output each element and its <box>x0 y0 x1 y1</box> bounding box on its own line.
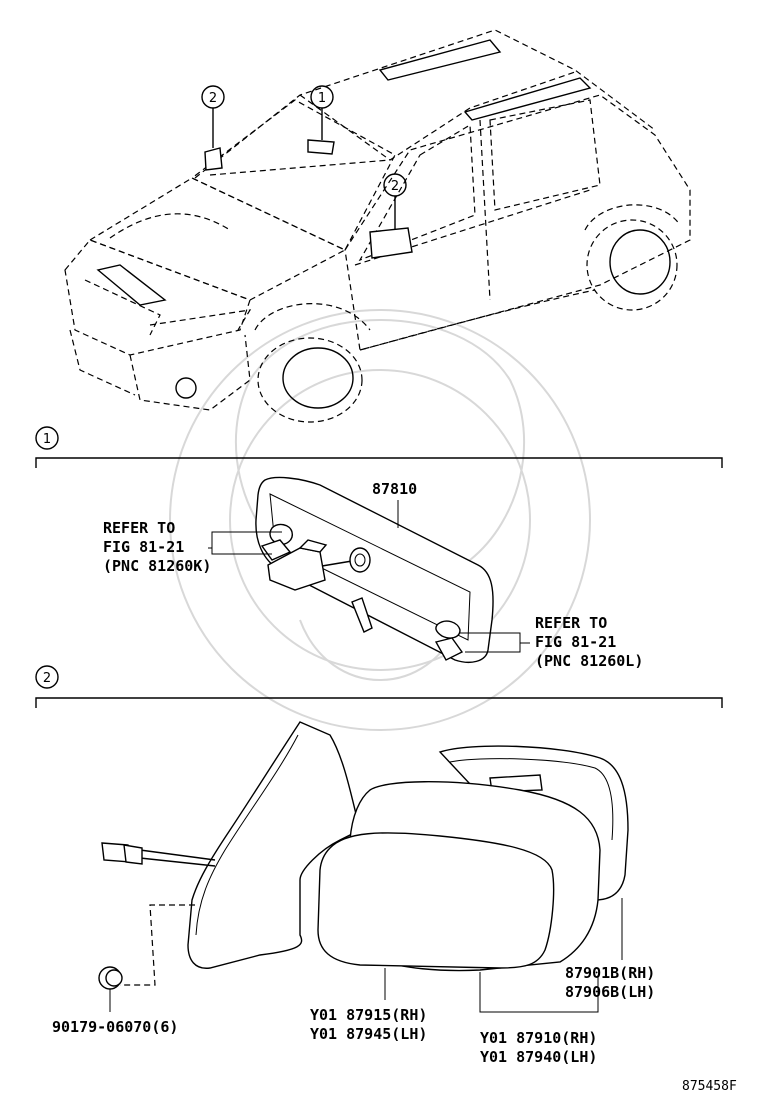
mirror-glass-rh: Y01 87915(RH) <box>310 1006 427 1024</box>
section-1: 1 87810 REFER TO FIG 81-21 (PNC 81260K) … <box>35 426 723 670</box>
callout-1: 1 <box>318 91 326 106</box>
vehicle-illustration <box>64 29 691 423</box>
callout-2a: 2 <box>209 91 217 106</box>
cover-lh: 87906B(LH) <box>565 983 655 1001</box>
refer-left-line3: (PNC 81260K) <box>103 557 211 575</box>
vehicle-callouts: 2 1 2 <box>201 85 407 230</box>
callout-2b: 2 <box>391 179 399 194</box>
refer-right-line2: FIG 81-21 <box>535 633 616 651</box>
refer-left-line2: FIG 81-21 <box>103 538 184 556</box>
mirror-assy-rh: Y01 87910(RH) <box>480 1029 597 1047</box>
refer-left-line1: REFER TO <box>103 519 175 537</box>
part-number-87810: 87810 <box>372 480 417 498</box>
section-1-marker <box>35 426 59 450</box>
section-2-marker <box>35 665 59 689</box>
cover-rh: 87901B(RH) <box>565 964 655 982</box>
section-2-number: 2 <box>43 671 51 686</box>
figure-id: 875458F <box>682 1079 737 1094</box>
refer-right-line3: (PNC 81260L) <box>535 652 643 670</box>
bolt-part-number: 90179-06070(6) <box>52 1018 178 1036</box>
mirror-assy-lh: Y01 87940(LH) <box>480 1048 597 1066</box>
refer-right-line1: REFER TO <box>535 614 607 632</box>
section-2: 2 90179-06070(6) Y01 87915(RH) Y01 87945… <box>35 665 723 1066</box>
section-1-number: 1 <box>43 432 51 447</box>
mirror-glass-lh: Y01 87945(LH) <box>310 1025 427 1043</box>
